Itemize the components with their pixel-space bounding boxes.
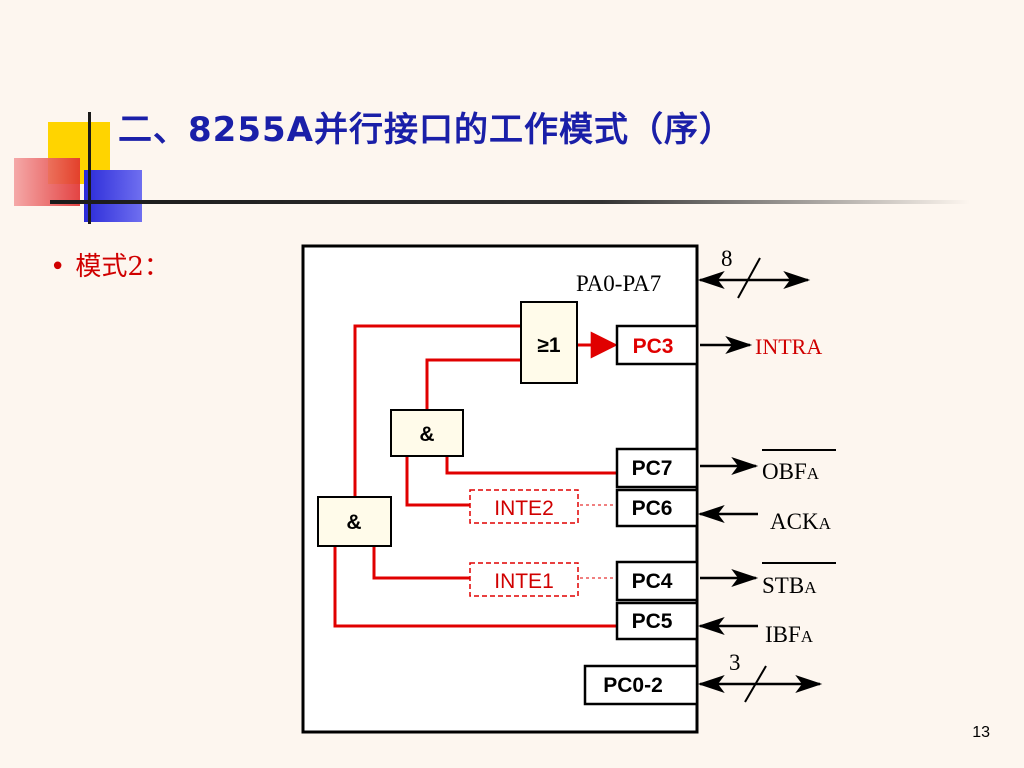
- stba-signal: STBA: [762, 573, 817, 598]
- inte1-label: INTE1: [494, 570, 554, 593]
- acka-signal: ACKA: [770, 509, 832, 534]
- or-gate-label: ≥1: [537, 334, 561, 357]
- pc02-slash: [744, 665, 767, 703]
- ibfa-signal: IBFA: [765, 622, 814, 647]
- intra-label: INTRA: [755, 334, 822, 359]
- pin-pc6-label: PC6: [632, 497, 673, 520]
- obfa-suffix: A: [807, 464, 820, 483]
- pin-pc7-label: PC7: [632, 457, 673, 480]
- obfa-signal: OBFA: [762, 459, 820, 484]
- acka-label: ACK: [770, 509, 819, 534]
- inte2-label: INTE2: [494, 497, 554, 520]
- red-wires: [333, 324, 618, 628]
- pin-pc4: PC4: [615, 560, 699, 602]
- pin-pc0-2: PC0-2: [583, 664, 699, 706]
- page-number: 13: [972, 724, 990, 741]
- slide-title: 二、8255A并行接口的工作模式（序）: [118, 110, 734, 150]
- stba-suffix: A: [804, 578, 817, 597]
- pin-pc3-label: PC3: [633, 335, 674, 358]
- wire-and-upper-to-or: [425, 358, 521, 410]
- inte2-box: INTE2: [469, 489, 579, 524]
- bullet-dot: •: [50, 252, 66, 282]
- bus-label: PA0-PA7: [576, 271, 661, 296]
- pin-pc5: PC5: [615, 601, 699, 641]
- wire-inte2-to-and-upper: [405, 456, 470, 507]
- stba-label: STB: [762, 573, 804, 598]
- bus-width: 8: [721, 246, 733, 271]
- deco-blue-square: [84, 170, 142, 222]
- wire-pc7-to-and-upper: [445, 456, 617, 475]
- wire-and-lower-to-or: [353, 324, 521, 497]
- pin-pc5-label: PC5: [632, 610, 673, 633]
- pc02-width: 3: [729, 650, 741, 675]
- bullet-text: 模式2：: [75, 252, 170, 282]
- pin-pc3: PC3: [615, 324, 699, 366]
- bus-slash: [737, 257, 761, 299]
- acka-suffix: A: [819, 514, 832, 533]
- inte1-box: INTE1: [469, 562, 579, 597]
- pin-pc7: PC7: [615, 447, 699, 489]
- bullet-item: • 模式2：: [50, 246, 170, 283]
- and-gate-upper: &: [390, 409, 464, 457]
- pin-pc6: PC6: [615, 488, 699, 528]
- and-gate-lower-label: &: [346, 511, 361, 534]
- pin-pc4-label: PC4: [632, 570, 673, 593]
- ibfa-suffix: A: [801, 627, 814, 646]
- and-gate-lower: &: [317, 496, 392, 547]
- wire-pc5-to-and-lower: [333, 546, 617, 628]
- deco-vertical-line: [88, 112, 91, 224]
- wire-inte1-to-and-lower: [372, 546, 470, 580]
- or-gate: ≥1: [520, 301, 578, 384]
- and-gate-upper-label: &: [419, 423, 434, 446]
- deco-red-square: [14, 158, 80, 206]
- deco-horizontal-line: [50, 200, 970, 204]
- pin-pc0-2-label: PC0-2: [603, 674, 663, 697]
- inte-dashed-links: [580, 504, 616, 579]
- ibfa-label: IBF: [765, 622, 801, 647]
- obfa-label: OBF: [762, 459, 807, 484]
